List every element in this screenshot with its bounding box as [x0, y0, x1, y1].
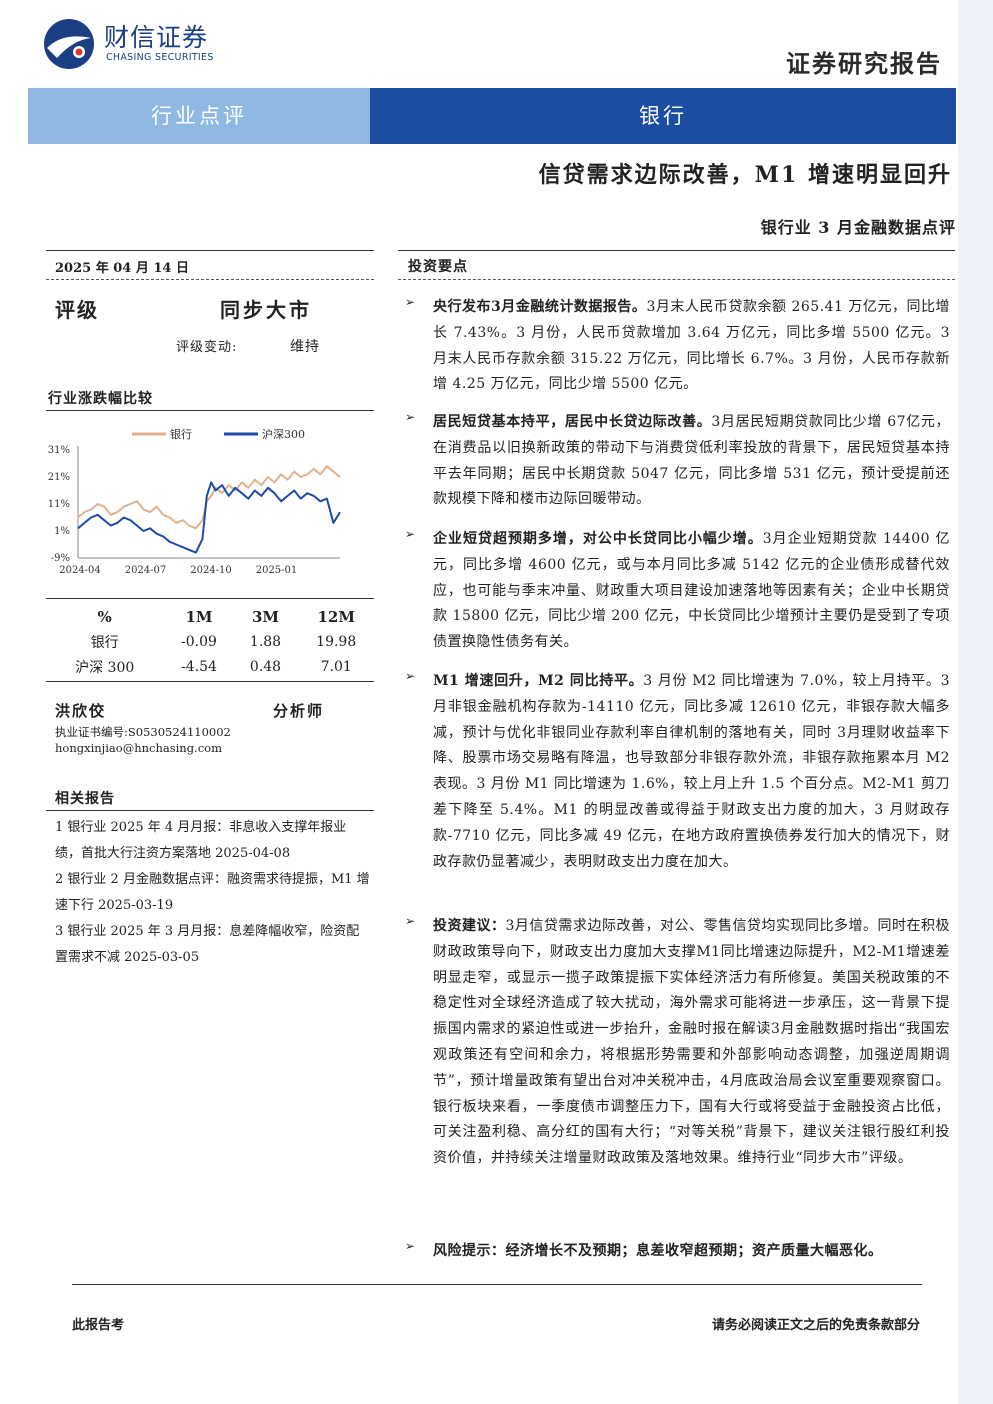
bullet-heading: 投资建议：	[433, 918, 506, 934]
report-type: 证券研究报告	[786, 49, 942, 78]
logo-icon	[44, 19, 94, 69]
table-cell: 19.98	[316, 633, 357, 650]
table-header: 1M	[185, 607, 213, 626]
table-cell: 0.48	[249, 658, 282, 675]
table-cell: 沪深 300	[75, 659, 135, 676]
list-item: 2 银行业 2 月金融数据点评：融资需求待提振，M1 增速下行 2025-03-…	[55, 872, 370, 913]
bullet-heading: 企业短贷超预期多增，对公中长贷同比小幅少增。	[433, 531, 763, 547]
rating-label: 评级	[55, 298, 99, 322]
right-margin-stripe	[958, 0, 993, 1404]
y-tick-label: 21%	[48, 472, 70, 483]
bullet-heading: 风险提示：经济增长不及预期；息差收窄超预期；资产质量大幅恶化。	[433, 1243, 883, 1259]
list-item: ➢ M1 增速回升，M2 同比持平。3 月份 M2 同比增速为 7.0%，较上月…	[405, 669, 950, 875]
list-item: 1 银行业 2025 年 4 月月报：非息收入支撑年报业绩，首批大行注资方案落地…	[55, 820, 347, 861]
divider	[46, 810, 374, 811]
table-cell: 7.01	[320, 658, 352, 675]
footer-left-text: 此报告考	[72, 1318, 125, 1333]
analyst-name: 洪欣佼	[55, 702, 107, 720]
analyst-role: 分析师	[273, 702, 325, 720]
arrow-bullet-icon: ➢	[405, 527, 416, 541]
x-tick-label: 2025-01	[256, 565, 298, 576]
series-line-1	[77, 465, 341, 530]
legend-label: 沪深300	[262, 427, 305, 441]
list-item: 3 银行业 2025 年 3 月月报：息差降幅收窄，险资配置需求不减 2025-…	[55, 924, 360, 965]
y-tick-label: 11%	[48, 499, 70, 510]
divider	[398, 250, 955, 251]
bullet-heading: 居民短贷基本持平，居民中长贷边际改善。	[433, 414, 712, 430]
bullet-heading: M1 增速回升，M2 同比持平。	[433, 673, 644, 689]
table-cell: -0.09	[181, 633, 217, 650]
table-cell: 银行	[90, 634, 119, 651]
y-tick-label: 31%	[48, 445, 70, 456]
rating-change-label: 评级变动:	[176, 340, 238, 355]
report-date: 2025 年 04 月 14 日	[55, 261, 189, 276]
table-header: %	[97, 607, 112, 626]
table-cell: 1.88	[249, 633, 282, 650]
report-subtitle: 银行业 3 月金融数据点评	[760, 218, 956, 237]
list-item: ➢ 企业短贷超预期多增，对公中长贷同比小幅少增。3月企业短期贷款 14400 亿…	[405, 527, 950, 656]
logo-text-en: CHASING SECURITIES	[106, 52, 214, 63]
arrow-bullet-icon: ➢	[405, 914, 416, 928]
x-tick-label: 2024-07	[125, 565, 167, 576]
analyst-email: hongxinjiao@hnchasing.com	[55, 741, 222, 755]
list-item: ➢ 央行发布3月金融统计数据报告。3月末人民币贷款余额 265.41 万亿元，同…	[405, 295, 950, 398]
performance-chart: 银行 沪深300 31% 21% 11% 1% -9%2024-04 2024-07 2024…	[48, 427, 341, 576]
table-row: 银行 -0.09 1.88 19.98	[46, 629, 376, 654]
x-tick-label: 2024-10	[190, 565, 232, 576]
chart-section-title: 行业涨跌幅比较	[48, 391, 153, 407]
table-header: 12M	[317, 607, 355, 626]
banner-industry: 银行	[370, 88, 956, 144]
list-item: ➢ 居民短贷基本持平，居民中长贷边际改善。3月居民短期贷款同比少增 67亿元，在…	[405, 410, 950, 513]
arrow-bullet-icon: ➢	[405, 295, 416, 309]
report-title: 信贷需求边际改善，M1 增速明显回升	[538, 162, 952, 188]
table-cell: -4.54	[181, 658, 217, 675]
invest-section-title: 投资要点	[408, 259, 468, 275]
x-tick-label: 2024-04	[59, 565, 101, 576]
bullet-text: 3月末人民币贷款余额 265.41 万亿元，同比增长 7.43%。3 月份，人民…	[433, 299, 950, 393]
analyst-license: 执业证书编号:S0530524110002	[55, 725, 231, 739]
divider	[46, 250, 374, 251]
bullet-heading: 央行发布3月金融统计数据报告。	[433, 299, 647, 315]
bullet-text: 3月企业短期贷款 14400 亿元，同比多增 4600 亿元，或与本月同比多减 …	[433, 531, 951, 651]
list-item: ➢ 风险提示：经济增长不及预期；息差收窄超预期；资产质量大幅恶化。	[405, 1239, 950, 1265]
bullet-text: 3月居民短期贷款同比少增 67亿元，在消费品以旧换新政策的带动下与消费贷低利率投…	[433, 414, 951, 508]
related-section-title: 相关报告	[55, 791, 115, 807]
divider	[398, 279, 955, 280]
y-tick-label: -9%	[51, 553, 70, 564]
arrow-bullet-icon: ➢	[405, 669, 416, 683]
series-line-2	[77, 481, 341, 554]
related-list: 1 银行业 2025 年 4 月月报：非息收入支撑年报业绩，首批大行注资方案落地…	[55, 815, 370, 971]
arrow-bullet-icon: ➢	[405, 1239, 416, 1253]
bullet-text: 3月信贷需求边际改善，对公、零售信贷均实现同比多增。同时在积极财政政策导向下，财…	[433, 918, 951, 1167]
list-item: ➢ 投资建议：3月信贷需求边际改善，对公、零售信贷均实现同比多增。同时在积极财政…	[405, 914, 950, 1172]
footer-divider	[72, 1284, 922, 1285]
bullet-text: 3 月份 M2 同比增速为 7.0%，较上月持平。3 月非银金融机构存款为-14…	[433, 673, 950, 870]
legend-label: 银行	[170, 427, 192, 441]
performance-table: % 1M 3M 12M 银行 -0.09 1.88 19.98 沪深 300 -…	[46, 604, 376, 679]
divider	[46, 279, 374, 280]
table-header-row: % 1M 3M 12M	[46, 604, 376, 629]
y-tick-label: 1%	[54, 526, 70, 537]
logo-text-cn: 财信证券	[104, 23, 209, 52]
arrow-bullet-icon: ➢	[405, 410, 416, 424]
rating-value: 同步大市	[220, 298, 312, 322]
table-row: 沪深 300 -4.54 0.48 7.01	[46, 654, 376, 679]
rating-change-value: 维持	[290, 339, 320, 355]
divider	[46, 681, 374, 682]
divider	[46, 598, 374, 599]
footer-disclaimer: 请务必阅读正文之后的免责条款部分	[711, 1318, 920, 1333]
banner-category: 行业点评	[28, 88, 370, 144]
divider	[46, 410, 374, 411]
table-header: 3M	[251, 607, 280, 626]
